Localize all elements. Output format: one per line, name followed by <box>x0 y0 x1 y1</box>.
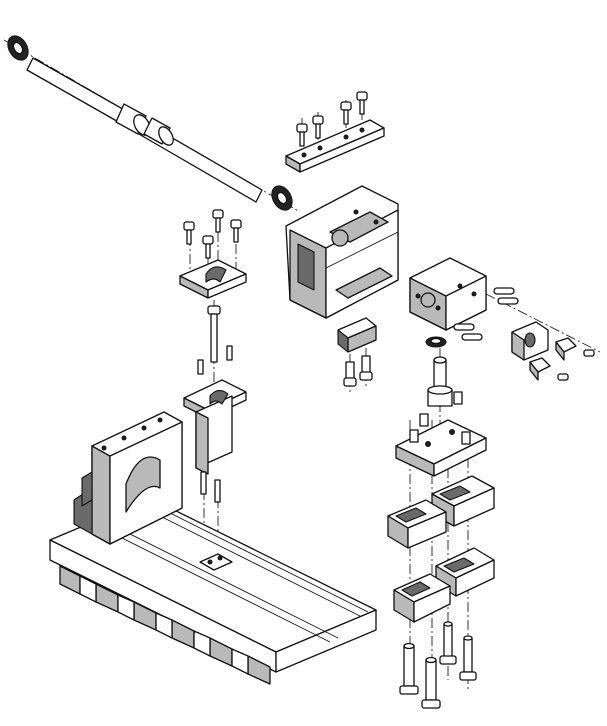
post-pins <box>200 471 221 560</box>
locating-pin <box>459 635 477 681</box>
post-support <box>183 379 247 475</box>
locating-pin <box>399 642 419 695</box>
hex-nut <box>529 357 551 381</box>
small-screw <box>557 349 595 381</box>
small-screw <box>419 391 463 427</box>
locating-pin <box>439 621 457 665</box>
angle-bracket <box>285 185 399 319</box>
stepped-post <box>427 348 453 440</box>
v-block-bottom <box>393 573 451 623</box>
hex-nut <box>555 337 577 361</box>
v-block-left <box>387 499 447 549</box>
socket-screw <box>312 115 324 139</box>
shaft <box>3 35 301 213</box>
dowel-pins <box>453 287 601 353</box>
locating-pin <box>421 656 441 709</box>
left-bearing-ring <box>7 35 29 61</box>
locating-pins <box>399 621 477 709</box>
split-clamp-cap <box>179 209 247 299</box>
saddle-assembly <box>395 419 487 700</box>
base-upright <box>73 411 183 545</box>
bracket-screws <box>343 348 373 392</box>
long-bolt <box>197 300 233 388</box>
v-block-right <box>435 547 495 597</box>
socket-screw <box>356 91 368 115</box>
top-clamp-bar <box>285 91 385 173</box>
key-block <box>337 317 377 353</box>
small-bearing-block <box>511 321 549 361</box>
socket-screw <box>340 101 352 125</box>
shaft-collar <box>115 103 174 146</box>
socket-screw <box>296 123 308 147</box>
washer-ring <box>425 336 447 348</box>
right-bearing-ring <box>271 185 293 211</box>
side-plate <box>409 257 487 331</box>
base-plate <box>49 497 377 685</box>
